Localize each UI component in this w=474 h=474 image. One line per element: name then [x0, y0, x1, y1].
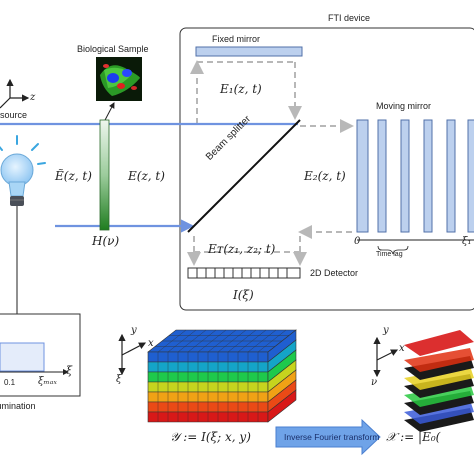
axes-right — [373, 336, 399, 378]
moving-mirrors — [356, 119, 474, 233]
sample-pointer — [103, 102, 115, 123]
e2-label: E₂(z, t) — [304, 169, 346, 183]
y-equation: 𝒴 := I(ξ; x, y) — [170, 430, 251, 444]
spectral-stack — [404, 330, 474, 432]
fixed-mirror-dashed-arrows — [190, 60, 302, 124]
moving-mirror-dashed-arrows — [298, 119, 354, 239]
et-label: Eᴛ(z₁, z₂; t) — [208, 242, 276, 256]
biological-sample-image — [96, 57, 142, 101]
biological-sample-label: Biological Sample — [77, 44, 149, 54]
axis-z-label: z — [30, 92, 36, 103]
e1-label: E₁(z, t) — [220, 82, 262, 96]
axes-cube — [118, 333, 147, 376]
detector-label: 2D Detector — [310, 268, 359, 278]
illumination-tick-left: 0.1 — [4, 378, 16, 387]
right-axis-nu: ν — [371, 377, 378, 388]
detector-dashed-arrows — [187, 236, 307, 266]
detector-array — [187, 267, 301, 279]
xi1-label: ξ₁ — [462, 236, 472, 247]
cube-axis-x: x — [148, 338, 154, 349]
light-bulb-icon — [0, 135, 46, 206]
detector-intensity-label: I(ξ) — [233, 288, 254, 302]
right-axis-y: y — [383, 325, 389, 336]
illumination-label: Illumination — [0, 401, 36, 411]
inverse-ft-arrow — [275, 418, 381, 456]
beam-splitter — [187, 119, 301, 233]
filter-h-label: H(ν) — [92, 234, 120, 248]
zero-label: 0 — [354, 236, 361, 247]
fti-device-box — [179, 27, 474, 311]
right-axis-x: x — [399, 343, 405, 354]
cube-axis-y: y — [131, 325, 137, 336]
time-lag-label: Time lag — [376, 251, 403, 258]
x-equation: 𝒳 := |E₀( — [386, 430, 441, 444]
moving-mirror-label: Moving mirror — [376, 101, 432, 111]
inverse-ft-label: Inverse Fourier transform — [284, 432, 380, 442]
time-lag-brace — [377, 245, 409, 255]
fixed-mirror — [195, 46, 303, 57]
xi-max-label: ξₘₐₓ — [38, 376, 57, 387]
hyperspectral-cube — [147, 329, 297, 423]
e-sample-label: E(z, t) — [128, 169, 165, 183]
e-tilde-label: Ẽ(z, t) — [55, 169, 92, 183]
filter-slab — [99, 119, 110, 231]
fixed-mirror-label: Fixed mirror — [212, 34, 261, 44]
cube-side-layer — [267, 389, 297, 423]
cube-axis-xi: ξ — [116, 374, 122, 385]
illumination-axis-xi: ξ — [66, 364, 73, 377]
fti-device-label: FTI device — [328, 13, 371, 23]
illumination-spectrum — [0, 342, 45, 372]
axes-top-left — [0, 78, 30, 109]
light-source-label: Light source — [0, 110, 28, 120]
